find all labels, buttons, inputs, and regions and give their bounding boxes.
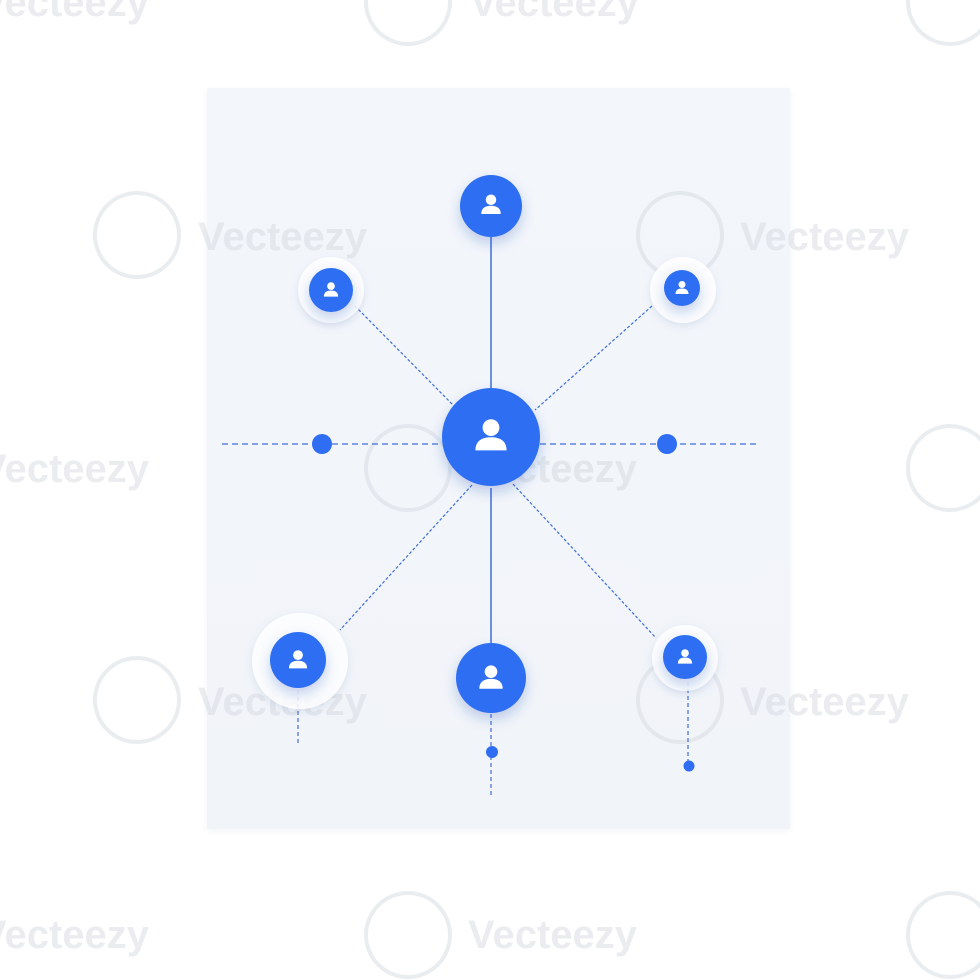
dot-left bbox=[312, 434, 332, 454]
watermark-text: Vecteezy bbox=[740, 215, 910, 259]
watermark-text: Vecteezy bbox=[0, 913, 150, 957]
dot-lower-right bbox=[683, 760, 695, 772]
node-lower-right bbox=[663, 635, 707, 679]
connector-center-upper-left bbox=[354, 305, 456, 408]
node-lower-left bbox=[270, 632, 326, 688]
dot-right bbox=[657, 434, 677, 454]
node-top bbox=[460, 175, 522, 237]
watermark-text: Vecteezy bbox=[740, 680, 910, 724]
node-bottom bbox=[456, 643, 526, 713]
node-upper-left bbox=[309, 268, 353, 312]
watermark-text: Vecteezy bbox=[0, 447, 150, 491]
connector-center-lower-left bbox=[339, 484, 473, 631]
connector-lines bbox=[222, 237, 760, 798]
watermark-text: Vecteezy bbox=[470, 0, 640, 25]
watermark-text: Vecteezy bbox=[468, 913, 638, 957]
connector-center-upper-right bbox=[534, 305, 653, 411]
node-center bbox=[442, 388, 540, 486]
connector-center-lower-right bbox=[512, 483, 657, 639]
dot-bottom bbox=[486, 746, 498, 758]
watermark-text: Vecteezy bbox=[0, 0, 150, 25]
node-upper-right bbox=[664, 270, 700, 306]
node-halos bbox=[252, 257, 718, 709]
connector-dots bbox=[312, 434, 695, 772]
watermark-text: Vecteezy bbox=[198, 215, 368, 259]
